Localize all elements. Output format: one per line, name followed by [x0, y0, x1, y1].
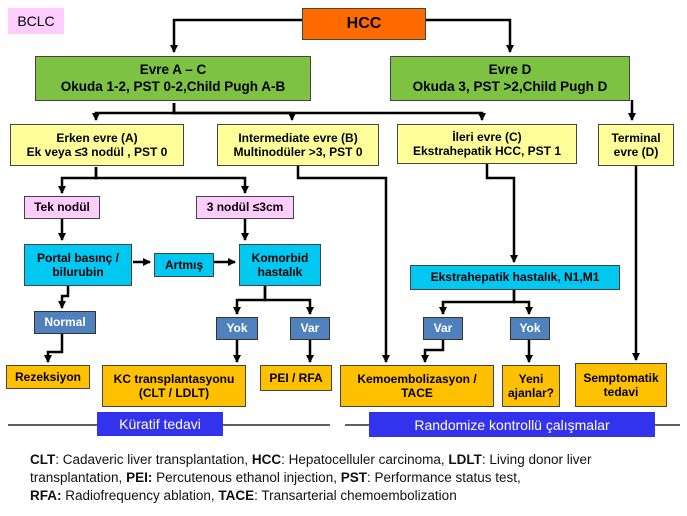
arrow-early-to-single — [58, 167, 98, 194]
legend-text-pst: : Performance status test, — [366, 469, 521, 485]
comorbid-absent-box: Yok — [216, 317, 258, 340]
comorbid-present-box: Var — [290, 317, 330, 340]
legend-text-rfa: Radiofrequency ablation, — [61, 487, 219, 503]
arrow-hcc-to-d — [426, 18, 514, 53]
advanced-stage-box: İleri evre (C) Ekstrahepatik HCC, PST 1 — [397, 124, 577, 164]
terminal-stage-box: Terminal evre (D) — [598, 124, 674, 166]
legend-abbr-rfa: RFA: — [30, 487, 62, 503]
intermediate-stage-box: Intermediate evre (B) Multinodüler >3, P… — [217, 124, 379, 166]
arrow-comorbid-to-var — [263, 286, 314, 315]
hcc-box: HCC — [302, 8, 426, 40]
pei-rfa-box: PEI / RFA — [260, 365, 332, 391]
comorbid-box: Komorbid hastalık — [239, 244, 321, 286]
arrow-comorbid-to-yok — [233, 286, 267, 315]
three-nodules-box: 3 nodül ≤3cm — [196, 196, 294, 219]
extrahepatic-absent-box: Yok — [510, 317, 550, 340]
stage-d-box: Evre D Okuda 3, PST >2,Child Pugh D — [390, 56, 630, 101]
stage-ac-title: Evre A – C — [139, 62, 207, 78]
extrahepatic-present-box: Var — [423, 317, 463, 340]
arrow-extrahepatic-to-yok — [512, 290, 533, 315]
extrahepatic-box: Ekstrahepatik hastalık, N1,M1 — [410, 265, 620, 290]
legend-abbr-tace: TACE — [218, 487, 255, 503]
arrow-ac-to-intermediate — [172, 103, 296, 121]
legend-text-ldlt: : Living donor liver transplantation, — [30, 452, 592, 485]
abbreviations-legend: CLT: Cadaveric liver transplantation, HC… — [30, 451, 670, 505]
legend-abbr-pst: PST — [340, 469, 367, 485]
arrow-early-to-three — [94, 167, 249, 194]
legend-abbr-clt: CLT — [30, 452, 56, 467]
curative-treatment-band: Küratif tedavi — [97, 412, 223, 436]
arrow-extrahepatic-to-var — [439, 290, 516, 315]
increased-box: Artmış — [154, 253, 214, 277]
stage-ac-box: Evre A – C Okuda 1-2, PST 0-2,Child Pugh… — [35, 56, 311, 101]
stage-d-criteria: Okuda 3, PST >2,Child Pugh D — [412, 78, 608, 94]
legend-abbr-hcc: HCC — [251, 452, 282, 467]
resection-box: Rezeksiyon — [6, 365, 90, 389]
arrow-ac-to-advanced — [172, 103, 486, 121]
early-stage-box: Erken evre (A) Ek veya ≤3 nodül , PST 0 — [10, 124, 184, 166]
legend-abbr-ldlt: LDLT — [448, 452, 482, 467]
stage-ac-criteria: Okuda 1-2, PST 0-2,Child Pugh A-B — [60, 78, 286, 94]
single-nodule-box: Tek nodül — [24, 196, 100, 219]
arrow-normal-to-resection — [44, 334, 64, 363]
arrow-ac-to-early — [92, 103, 176, 121]
rct-band: Randomize kontrollü çalışmalar — [369, 412, 655, 437]
arrow-intermediate-to-tace — [296, 166, 390, 363]
legend-text-clt: : Cadaveric liver transplantation, — [55, 452, 252, 467]
new-agents-box: Yeni ajanlar? — [502, 365, 560, 407]
stage-d-title: Evre D — [488, 62, 532, 78]
tace-box: Kemoembolizasyon / TACE — [340, 365, 494, 407]
symptomatic-box: Semptomatik tedavi — [575, 363, 667, 407]
normal-box: Normal — [34, 311, 96, 334]
arrow-var-to-tace — [421, 340, 445, 363]
portal-pressure-box: Portal basınç / bilurubin — [24, 244, 132, 286]
legend-text-tace: : Transarterial chemoembolization — [254, 487, 457, 503]
legend-text-pei: Percutenous ethanol injection, — [152, 469, 341, 485]
legend-text-hcc: : Hepatocelluler carcinoma, — [281, 452, 449, 467]
transplant-box: KC transplantasyonu (CLT / LDLT) — [102, 365, 246, 407]
legend-abbr-pei: PEI: — [126, 469, 153, 485]
arrow-portal-to-normal — [58, 286, 70, 309]
arrow-advanced-to-extrahepatic — [485, 164, 518, 263]
arrow-hcc-to-ac — [170, 18, 302, 53]
bclc-label: BCLC — [8, 8, 64, 34]
